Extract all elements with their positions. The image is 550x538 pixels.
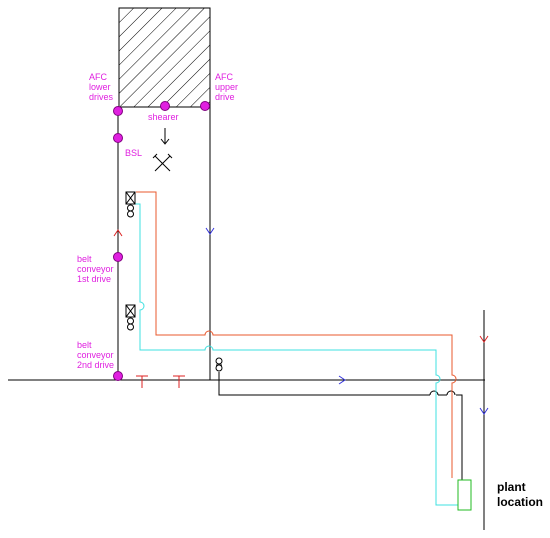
afc-upper-label: AFC upper drive	[215, 72, 238, 102]
belt-2nd-line1: belt	[77, 340, 92, 350]
belt-2nd-label: belt conveyor 2nd drive	[77, 340, 114, 370]
roof-support-icon	[125, 304, 136, 331]
plant-line1: plant	[497, 480, 526, 494]
shearer-arrow	[160, 128, 170, 145]
afc-lower-line3: drives	[89, 92, 114, 102]
drive-node	[113, 101, 210, 381]
roadway-lines	[8, 106, 485, 530]
afc-upper-line1: AFC	[215, 72, 233, 82]
belt-1st-line3: 1st drive	[77, 274, 112, 284]
flow-arrow	[205, 227, 489, 415]
mining-face-hatched	[118, 7, 211, 108]
cyan-cable	[131, 203, 458, 506]
afc-lower-label: AFC lower drives	[89, 72, 113, 102]
t-marker	[136, 375, 185, 388]
plant-box	[457, 479, 472, 511]
crossed-picks-icon	[152, 153, 173, 172]
plant-line2: location	[497, 495, 544, 509]
shearer-label: shearer	[148, 112, 179, 122]
belt-2nd-line3: 2nd drive	[77, 360, 115, 370]
belt-1st-line2: conveyor	[77, 264, 114, 274]
belt-1st-line1: belt	[77, 254, 92, 264]
bsl-label: BSL	[125, 148, 143, 158]
belt-2nd-line2: conveyor	[77, 350, 114, 360]
afc-lower-line2: lower	[89, 82, 111, 92]
belt-1st-label: belt conveyor 1st drive	[77, 254, 114, 284]
afc-lower-line1: AFC	[89, 72, 107, 82]
monorail-car-icon	[215, 357, 223, 372]
afc-upper-line3: drive	[215, 92, 235, 102]
plant-location-label: plant location	[497, 480, 543, 510]
afc-upper-line2: upper	[215, 82, 239, 92]
orange-cable	[136, 191, 457, 478]
flow-arrow	[113, 229, 489, 343]
roof-support-icon	[125, 191, 136, 218]
